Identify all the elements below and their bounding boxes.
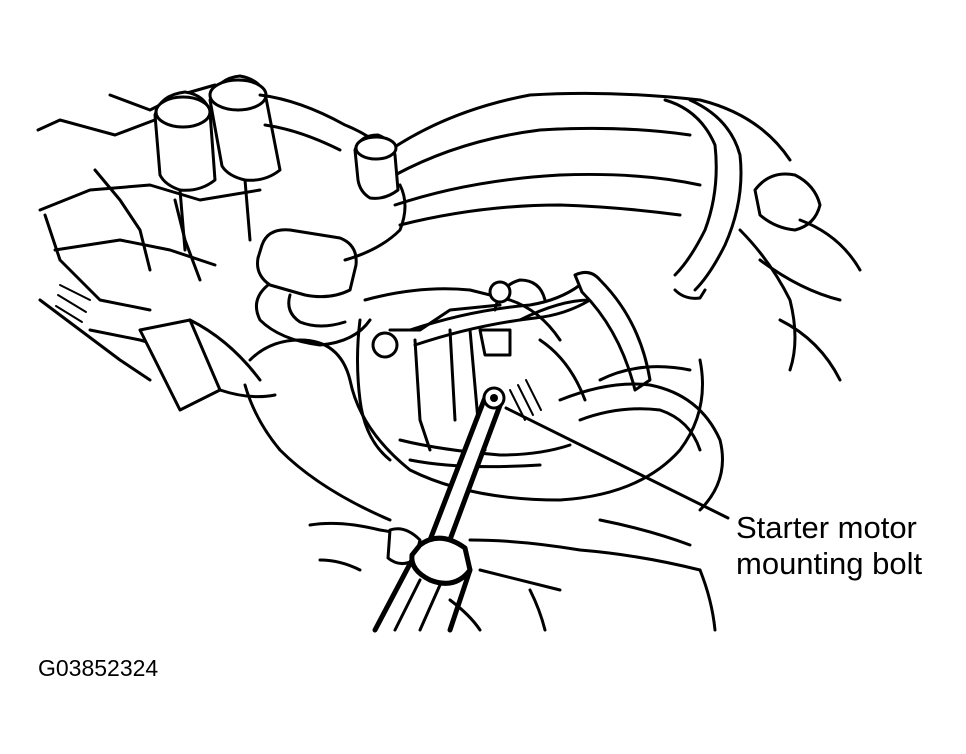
lower-hose-loop — [243, 338, 724, 522]
starter-motor-mounting-bolt-label: Starter motor mounting bolt — [736, 510, 922, 582]
fuel-injectors — [153, 74, 282, 252]
callout-line-1: Starter motor — [736, 510, 917, 545]
right-hose — [663, 98, 862, 382]
engine-block — [36, 83, 262, 382]
wire-harness — [408, 270, 652, 392]
ratchet-handle — [372, 535, 473, 633]
hose-clamp — [353, 133, 400, 200]
starter-bracket — [356, 278, 592, 469]
callout-line-2: mounting bolt — [736, 546, 923, 581]
callout-leader-line — [504, 406, 730, 520]
lower-components — [308, 518, 717, 632]
left-lower-tube — [138, 318, 277, 412]
left-elbow-connector — [254, 183, 407, 347]
figure-code: G03852324 — [38, 655, 159, 681]
